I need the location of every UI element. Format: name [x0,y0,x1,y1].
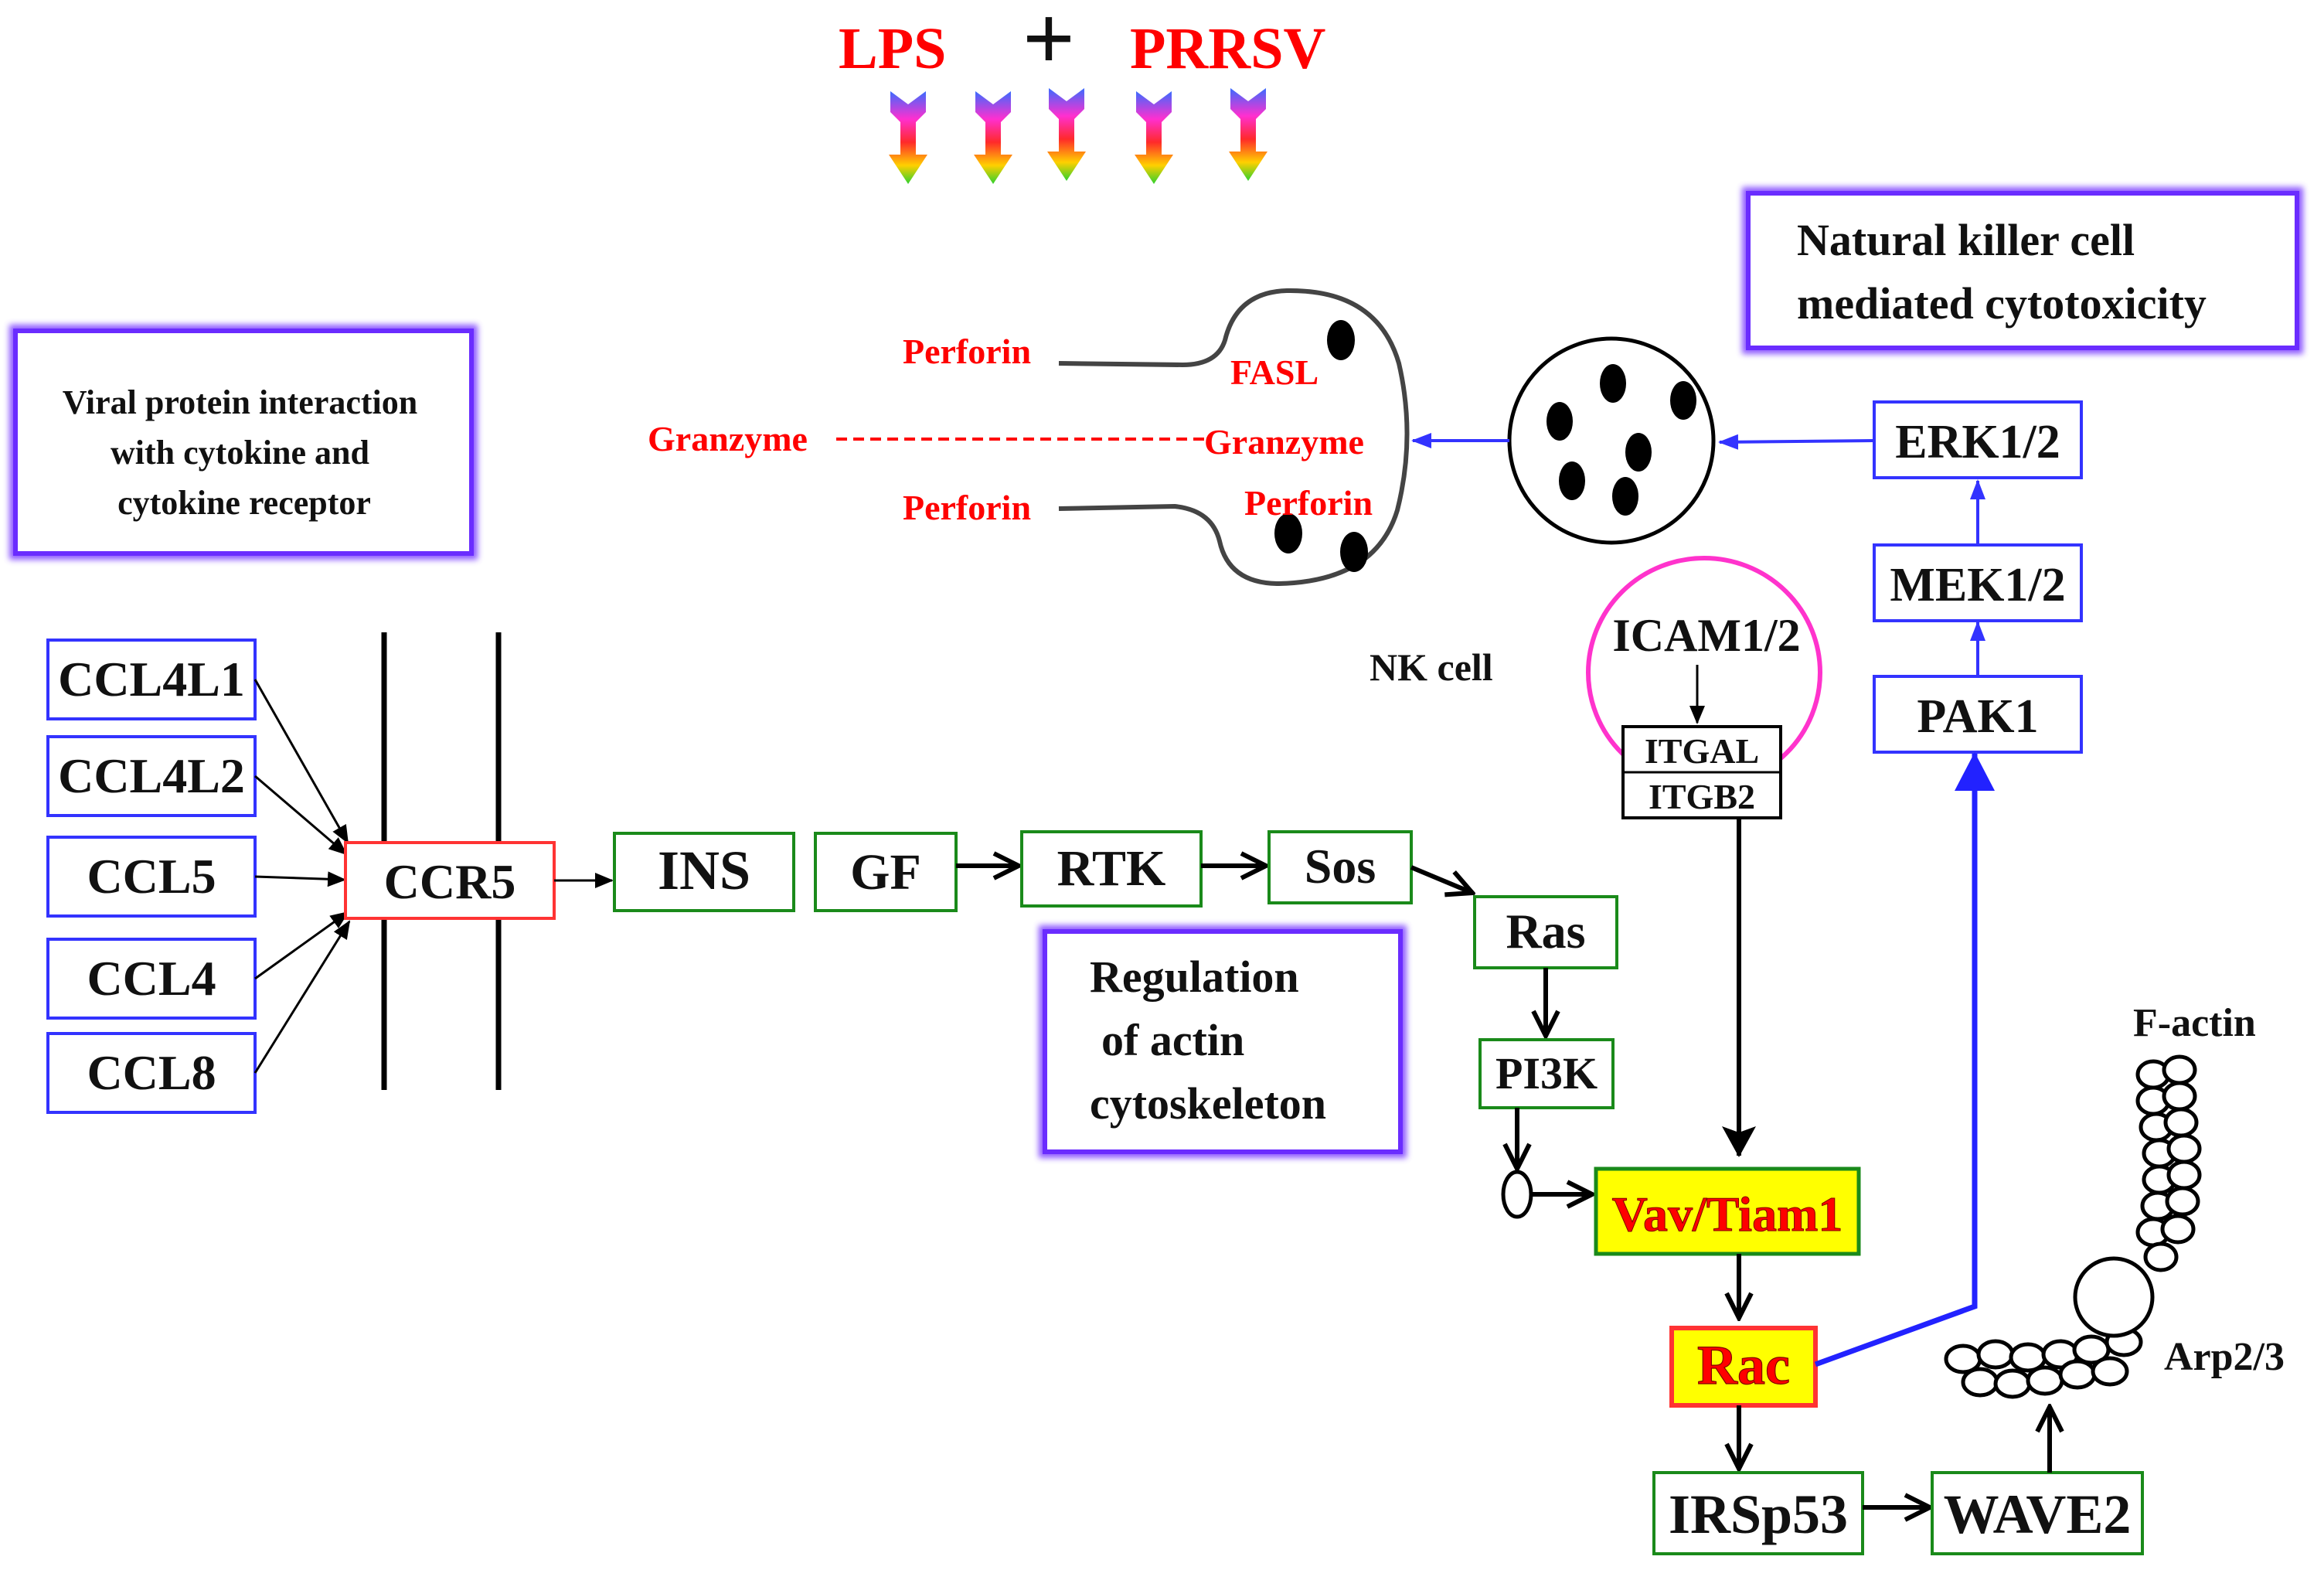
arrow-sos-ras [1410,865,1472,893]
svg-text:INS: INS [658,839,750,901]
lipid-node [1501,1170,1533,1219]
svg-text:RTK: RTK [1057,840,1166,897]
node-rac: Rac [1669,1326,1818,1408]
node-erk: ERK1/2 [1873,400,2083,479]
granule-vesicle-icon [1507,336,1716,545]
label-nk-cell: NK cell [1370,645,1493,689]
actin-pathway-line3: cytoskeleton [1090,1078,1326,1129]
actin-pathway-line2: of actin [1101,1015,1244,1065]
svg-text:IRSp53: IRSp53 [1669,1483,1848,1545]
node-rtk: RTK [1020,830,1203,908]
svg-text:CCR5: CCR5 [384,854,516,909]
nk-pathway-line1: Natural killer cell [1797,215,2135,265]
svg-text:Vav/Tiam1: Vav/Tiam1 [1612,1187,1843,1241]
rainbow-arrow-icon [1135,91,1173,184]
node-vav-tiam1: Vav/Tiam1 [1594,1166,1861,1256]
receptor-ccr5: CCR5 [344,841,556,920]
node-gf: GF [814,832,958,912]
arrow-rac-pak1 [1814,752,1995,1367]
svg-text:PAK1: PAK1 [1917,690,2038,743]
svg-text:ITGAL: ITGAL [1645,731,1759,771]
viral-pathway-line1: Viral protein interaction [63,383,418,421]
node-pi3k: PI3K [1478,1038,1615,1109]
arrow-erk-granule [1718,434,1875,450]
stimulus-prrsv: PRRSV [1130,16,1325,81]
node-pak1: PAK1 [1873,675,2083,754]
svg-text:CCL4L1: CCL4L1 [58,652,245,707]
svg-text:CCL4: CCL4 [87,951,216,1006]
label-perforin-top: Perforin [903,332,1031,371]
node-wave2: WAVE2 [1931,1471,2144,1555]
stimulus-lps: LPS [839,16,946,81]
label-arp23: Arp2/3 [2164,1335,2285,1379]
svg-text:ERK1/2: ERK1/2 [1895,416,2060,468]
label-fasl: FASL [1230,352,1319,392]
label-perforin-bottom-left: Perforin [903,488,1031,527]
node-sos: Sos [1267,830,1413,904]
node-mek: MEK1/2 [1873,543,2083,622]
ligand-ccl8: CCL8 [46,1032,257,1114]
node-itgal-itgb2: ITGAL ITGB2 [1621,725,1782,819]
label-f-actin: F-actin [2133,1001,2256,1045]
ligand-ccl4l2: CCL4L2 [46,735,257,817]
f-actin-filament-icon [2135,1054,2202,1272]
rainbow-arrow-icon [1047,88,1086,181]
granule-dot-icon [1327,320,1355,360]
stimulus-arrows [889,88,1267,184]
rainbow-arrow-icon [1229,88,1267,181]
node-irsp53: IRSp53 [1652,1471,1864,1555]
svg-text:WAVE2: WAVE2 [1944,1483,2132,1545]
svg-text:Sos: Sos [1305,839,1376,894]
granule-dot-icon [1274,513,1302,553]
cytotoxic-release-body [1058,288,1410,587]
ligand-ccl4l1: CCL4L1 [46,639,257,720]
svg-text:ITGB2: ITGB2 [1649,777,1755,816]
label-perforin-bottom-right: Perforin [1244,483,1373,523]
rainbow-arrow-icon [889,91,927,184]
viral-pathway-line2: with cytokine and [111,434,369,472]
nk-pathway-line2: mediated cytotoxicity [1797,278,2207,329]
rainbow-arrow-icon [974,91,1012,184]
svg-text:CCL4L2: CCL4L2 [58,748,245,803]
actin-pathway-frame: Regulation of actin cytoskeleton [1039,925,1407,1158]
svg-text:GF: GF [850,844,921,901]
svg-text:MEK1/2: MEK1/2 [1890,559,2065,611]
node-ras: Ras [1473,895,1618,969]
granule-dot-icon [1340,532,1368,572]
svg-text:Rac: Rac [1697,1334,1790,1396]
svg-text:PI3K: PI3K [1495,1048,1598,1098]
label-granzyme-left: Granzyme [648,419,808,458]
svg-text:Ras: Ras [1506,904,1585,959]
viral-pathway-frame: Viral protein interaction with cytokine … [9,325,478,560]
svg-text:CCL8: CCL8 [87,1045,216,1100]
nk-pathway-frame: Natural killer cell mediated cytotoxicit… [1742,187,2303,354]
svg-text:Viral protein interaction: Viral protein interaction with cytokine … [63,383,427,522]
viral-pathway-line3: cytokine receptor [117,484,371,522]
node-ins: INS [613,832,795,912]
label-granzyme-right: Granzyme [1204,422,1364,461]
ligand-arrows [253,679,351,1074]
label-icam: ICAM1/2 [1612,610,1800,661]
svg-text:Regulation of actin: Regulation of actin cytoskeleton [1090,952,1326,1129]
svg-text:Natural killer cell medi: Natural killer cell mediated cytotoxicit… [1797,215,2207,329]
ligand-ccl5: CCL5 [46,836,257,918]
ligand-ccl4: CCL4 [46,938,257,1020]
actin-pathway-line1: Regulation [1090,952,1299,1002]
svg-text:CCL5: CCL5 [87,849,216,904]
plus-sign: + [1022,0,1075,90]
arp23-complex-icon [1944,1256,2155,1399]
